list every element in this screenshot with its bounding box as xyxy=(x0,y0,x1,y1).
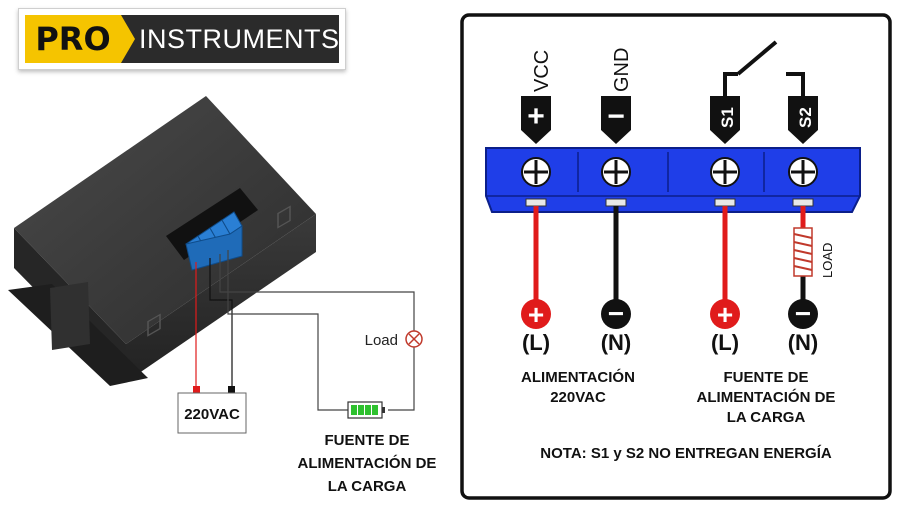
device-slot xyxy=(277,205,291,229)
screw-s1 xyxy=(710,157,740,207)
red-terminal-dot xyxy=(193,386,200,393)
pole-symbols xyxy=(521,299,818,329)
pole-s1-letter: (L) xyxy=(711,330,739,355)
vcc-tag-symbol: + xyxy=(527,100,545,133)
device-clip xyxy=(50,282,90,350)
left-source-caption-line2: ALIMENTACIÓN DE xyxy=(298,454,437,472)
s1-tag-shape xyxy=(710,96,740,144)
s2-tag-shape xyxy=(788,96,818,144)
power-caption-line2: 220VAC xyxy=(550,389,606,406)
supply-box xyxy=(177,392,247,434)
s1-tag-label: S1 xyxy=(718,107,737,128)
s2-tag-label: S2 xyxy=(796,107,815,128)
pole-vcc-letter: (L) xyxy=(522,330,550,355)
terminal-screws xyxy=(521,157,818,207)
load-wire xyxy=(219,254,415,411)
terminal-block xyxy=(485,147,861,213)
black-wire xyxy=(209,258,233,390)
gnd-tag-shape xyxy=(601,96,631,144)
relay-module-device xyxy=(8,96,316,386)
logo-arrow-shape xyxy=(121,15,135,63)
pole-vcc-symbol: + xyxy=(528,299,544,330)
device-front-face xyxy=(126,214,316,382)
screw-s2 xyxy=(788,157,818,207)
schematic-panel xyxy=(460,13,892,500)
source-wire xyxy=(227,250,348,411)
logo-background: PRO INSTRUMENTS xyxy=(25,15,339,63)
left-source-caption-line1: FUENTE DE xyxy=(324,432,409,449)
pole-s1-circle xyxy=(710,299,740,329)
screw-vcc xyxy=(521,157,551,207)
battery-icon xyxy=(347,401,385,419)
power-caption-line1: ALIMENTACIÓN xyxy=(521,368,635,386)
right-source-caption-line3: LA CARGA xyxy=(727,409,806,426)
gnd-tag-symbol: − xyxy=(607,100,625,133)
pole-gnd-symbol: − xyxy=(608,298,624,329)
vcc-tag-shape xyxy=(521,96,551,144)
right-source-caption-line2: ALIMENTACIÓN DE xyxy=(697,388,836,406)
load-label: Load xyxy=(365,332,398,349)
device-slot xyxy=(147,313,161,337)
black-terminal-dot xyxy=(228,386,235,393)
schematic-wires xyxy=(533,206,806,300)
pole-s2-circle xyxy=(788,299,818,329)
logo-pro-text: PRO xyxy=(25,15,121,63)
supply-label: 220VAC xyxy=(184,406,240,423)
pole-s1-symbol: + xyxy=(717,299,733,330)
right-source-caption-line1: FUENTE DE xyxy=(723,369,808,386)
left-source-caption-line3: LA CARGA xyxy=(328,478,407,495)
terminal-tags xyxy=(521,96,818,144)
left-wiring xyxy=(195,250,415,411)
load-lamp-icon xyxy=(405,330,423,348)
load-coil-icon xyxy=(793,227,813,277)
device-top-face xyxy=(14,96,316,344)
screw-gnd xyxy=(601,157,631,207)
pole-s2-letter: (N) xyxy=(788,330,819,355)
vcc-label: VCC xyxy=(531,50,553,92)
pole-vcc-circle xyxy=(521,299,551,329)
logo-instruments-text: INSTRUMENTS xyxy=(139,24,340,54)
note-text: NOTA: S1 y S2 NO ENTREGAN ENERGÍA xyxy=(540,445,832,462)
brand-logo: PRO INSTRUMENTS xyxy=(18,8,346,70)
pole-gnd-circle xyxy=(601,299,631,329)
pole-gnd-letter: (N) xyxy=(601,330,632,355)
load-coil-label: LOAD xyxy=(820,243,835,278)
switch-symbol xyxy=(723,40,805,96)
pole-s2-symbol: − xyxy=(795,298,811,329)
gnd-label: GND xyxy=(611,48,633,92)
